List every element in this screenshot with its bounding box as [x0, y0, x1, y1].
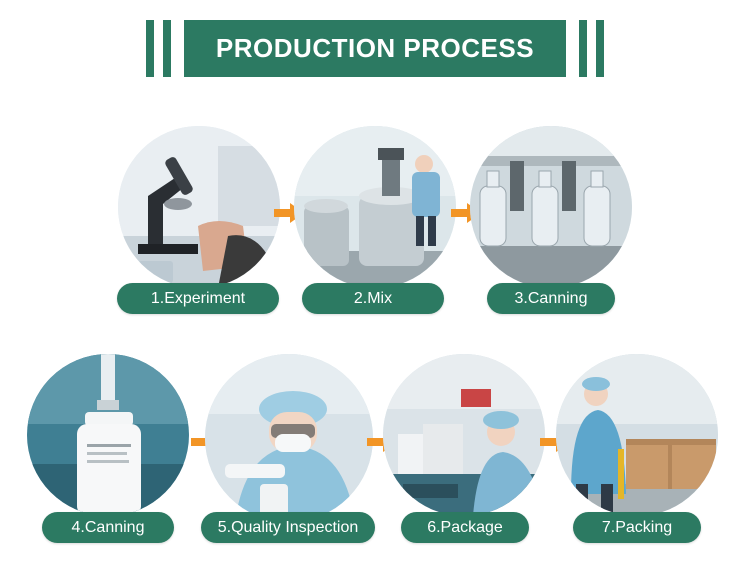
step-3-photo [470, 126, 632, 288]
header-bar-left-inner [163, 20, 171, 77]
header: PRODUCTION PROCESS [0, 0, 750, 90]
step-1-label: 1.Experiment [117, 283, 279, 314]
step-4-label: 4.Canning [42, 512, 174, 543]
step-4-photo [27, 354, 189, 516]
step-6-label: 6.Package [401, 512, 529, 543]
microscope-icon [118, 126, 280, 288]
header-bar-left-outer [146, 20, 154, 77]
step-7-photo [556, 354, 718, 516]
inspection-icon [205, 354, 373, 522]
step-5-label: 5.Quality Inspection [201, 512, 375, 543]
bottle-line-icon [470, 126, 632, 288]
page-title: PRODUCTION PROCESS [184, 20, 566, 77]
step-1-photo [118, 126, 280, 288]
header-bar-right-inner [579, 20, 587, 77]
bottle-fill-icon [27, 354, 189, 516]
step-5-photo [205, 354, 373, 522]
mixing-tank-icon [294, 126, 456, 288]
step-2-label: 2.Mix [302, 283, 444, 314]
step-6-photo [383, 354, 545, 516]
step-2-photo [294, 126, 456, 288]
step-3-label: 3.Canning [487, 283, 615, 314]
step-7-label: 7.Packing [573, 512, 701, 543]
header-bar-right-outer [596, 20, 604, 77]
package-icon [383, 354, 545, 516]
pallet-icon [556, 354, 718, 516]
